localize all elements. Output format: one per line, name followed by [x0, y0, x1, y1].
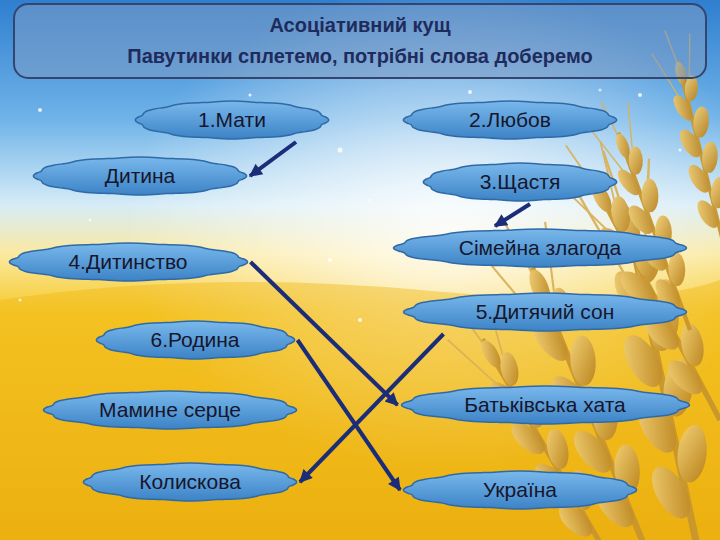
sparkle — [249, 94, 252, 97]
sparkle — [328, 258, 332, 262]
cloud-node: 3.Щастя — [420, 160, 620, 204]
wheat — [435, 24, 720, 540]
cloud-outline — [135, 101, 328, 139]
cloud-node: 1.Мати — [132, 98, 332, 142]
arrow-line — [495, 204, 530, 226]
cloud-node: 4.Дитинство — [6, 240, 251, 284]
node-label: Сімейна злагода — [459, 236, 621, 260]
node-label: 1.Мати — [198, 108, 266, 132]
cloud-node: Сімейна злагода — [390, 226, 690, 270]
sparkle — [468, 90, 472, 94]
sparkle — [89, 219, 92, 222]
node-label: 6.Родина — [150, 328, 239, 352]
node-label: Україна — [483, 478, 557, 502]
sparkle — [599, 89, 602, 92]
cloud-node: 5.Дитячий сон — [400, 290, 690, 334]
cloud-outline — [423, 163, 616, 201]
field — [0, 280, 720, 540]
cloud-outline — [96, 321, 294, 359]
sparkle — [338, 148, 343, 153]
cloud-node: Україна — [400, 468, 640, 512]
cloud-node: 2.Любов — [400, 98, 620, 142]
sparkle — [19, 299, 22, 302]
cloud-outline — [33, 157, 246, 195]
cloud-node: Батьківська хата — [398, 383, 693, 427]
arrow-line — [250, 142, 296, 176]
cloud-outline — [83, 463, 296, 501]
node-label: 4.Дитинство — [68, 250, 187, 274]
cloud-outline — [403, 471, 636, 509]
node-label: 3.Щастя — [480, 170, 561, 194]
node-label: Дитина — [105, 164, 176, 188]
node-label: 5.Дитячий сон — [476, 300, 615, 324]
sparkles — [19, 89, 682, 323]
arrow-line — [298, 340, 401, 490]
cloud-node: 6.Родина — [93, 318, 298, 362]
cloud-outline — [403, 101, 616, 139]
cloud-outline — [401, 386, 689, 424]
sparkle — [638, 93, 642, 97]
node-label: Батьківська хата — [464, 393, 625, 417]
sparkle — [358, 318, 362, 322]
sparkle — [369, 199, 372, 202]
cloud-outline — [403, 293, 686, 331]
cloud-outline — [43, 391, 296, 429]
cloud-node: Колискова — [80, 460, 300, 504]
cloud-outline — [394, 229, 687, 267]
cloud-node: Дитина — [30, 154, 250, 198]
node-label: 2.Любов — [469, 108, 551, 132]
title: Асоціативний кущ — [0, 13, 720, 37]
cloud-node: Мамине серце — [40, 388, 300, 432]
node-label: Мамине серце — [99, 398, 241, 422]
cloud-outline — [9, 243, 247, 281]
sparkle — [679, 149, 682, 152]
node-label: Колискова — [139, 470, 241, 494]
sparkle — [38, 108, 42, 112]
subtitle: Павутинки сплетемо, потрібні слова добер… — [0, 44, 720, 68]
